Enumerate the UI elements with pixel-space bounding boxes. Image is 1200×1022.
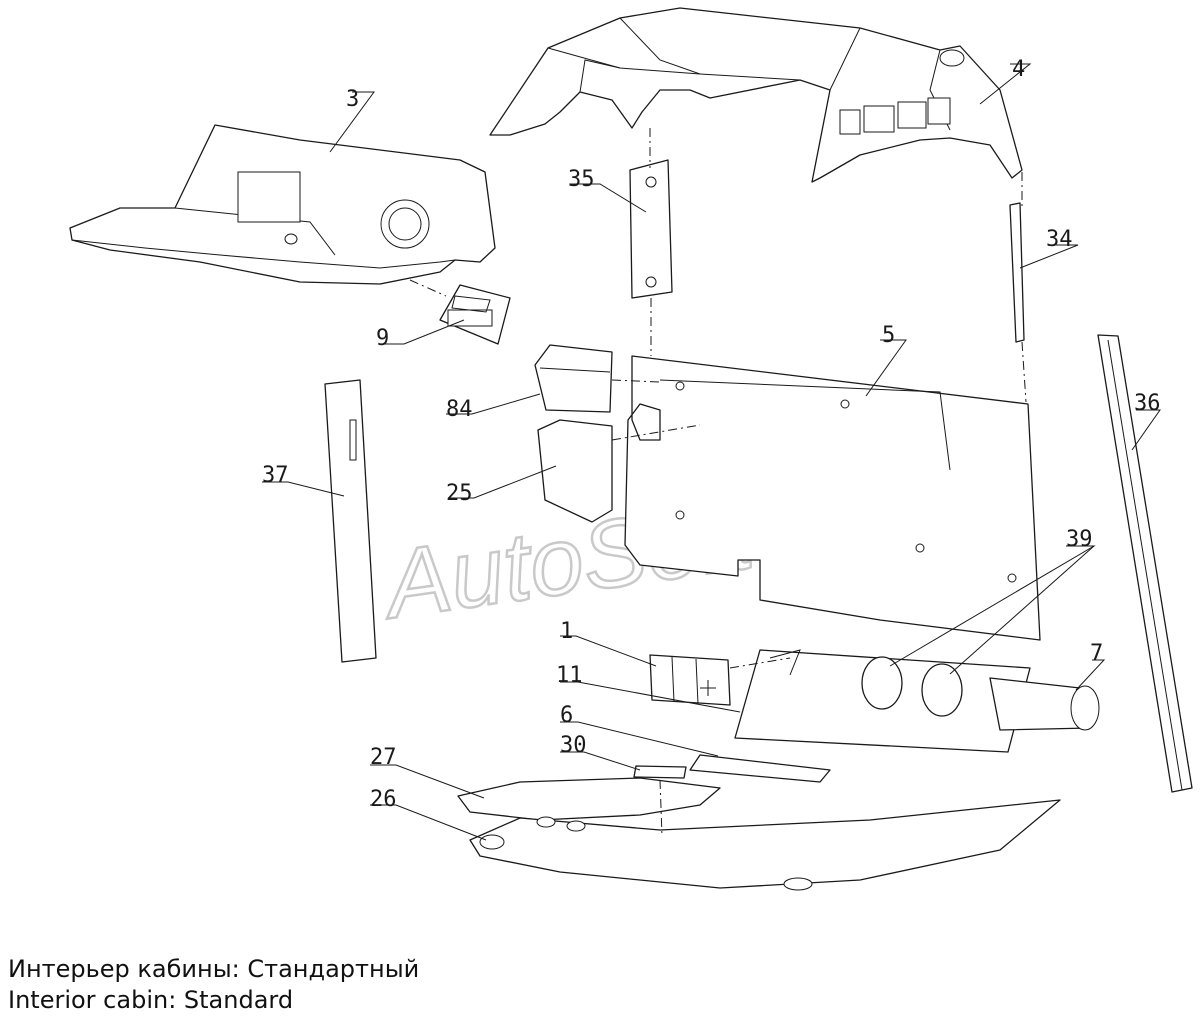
callout-37: 37 — [262, 463, 289, 488]
exploded-parts-diagram: AutoSoft — [69, 7, 1193, 891]
part-1-first-aid-kit — [649, 654, 731, 706]
callout-7: 7 — [1090, 641, 1103, 666]
diagram-caption: Интерьер кабины: Стандартный Interior ca… — [8, 954, 419, 1016]
part-35-trim-strip — [629, 159, 673, 299]
part-6-floor-pad — [689, 754, 831, 783]
part-39-clamps — [861, 656, 963, 717]
part-26-floor-covering — [469, 799, 1061, 891]
callout-34: 34 — [1046, 227, 1073, 252]
part-84-storage-box — [534, 344, 613, 413]
callout-1: 1 — [560, 619, 573, 644]
callout-3: 3 — [346, 87, 359, 112]
part-25-cover — [537, 419, 613, 523]
callout-labels: 3 4 35 34 5 9 36 84 37 25 39 1 7 11 6 30… — [262, 57, 1161, 812]
part-9-switch-block — [439, 284, 511, 345]
part-7-cylinder — [989, 677, 1100, 731]
part-36-side-strip — [1097, 334, 1193, 793]
part-5-rear-wall-panel — [624, 355, 1041, 641]
part-27-floor-mat — [457, 777, 721, 821]
callout-11: 11 — [556, 663, 583, 688]
callout-39: 39 — [1066, 527, 1093, 552]
callout-84: 84 — [446, 397, 473, 422]
callout-35: 35 — [568, 167, 595, 192]
part-30-small-pad — [633, 765, 687, 779]
part-3-front-panel — [69, 124, 496, 285]
callout-5: 5 — [882, 323, 895, 348]
callout-4: 4 — [1012, 57, 1025, 82]
part-4-roof-shell — [489, 7, 1023, 183]
callout-9: 9 — [376, 326, 389, 351]
caption-russian: Интерьер кабины: Стандартный — [8, 955, 420, 983]
assembly-lines — [409, 128, 1027, 837]
callout-36: 36 — [1134, 391, 1161, 416]
callout-6: 6 — [560, 703, 573, 728]
caption-english: Interior cabin: Standard — [8, 986, 294, 1014]
part-37-pillar-trim — [324, 379, 377, 663]
callout-26: 26 — [370, 787, 397, 812]
callout-25: 25 — [446, 481, 473, 506]
callout-27: 27 — [370, 745, 397, 770]
part-34-trim-strip — [1009, 202, 1025, 343]
callout-30: 30 — [560, 733, 587, 758]
leader-lines — [262, 63, 1161, 841]
